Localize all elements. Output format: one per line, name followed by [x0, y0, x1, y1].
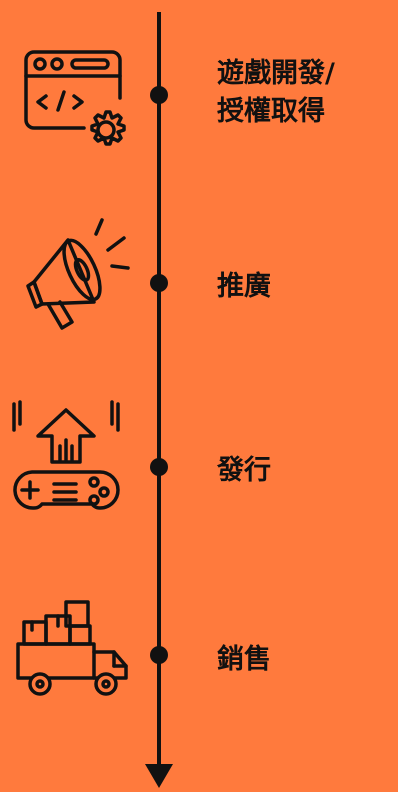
- timeline-node-1: [150, 86, 168, 104]
- code-window-gear-icon: [24, 50, 132, 154]
- timeline-node-2: [150, 274, 168, 292]
- megaphone-icon: [22, 212, 134, 336]
- timeline-node-3: [150, 458, 168, 476]
- timeline-line: [157, 12, 161, 767]
- step-4-label: 銷售: [217, 644, 271, 675]
- step-1-label-line1: 遊戲開發/: [217, 58, 335, 89]
- timeline-node-4: [150, 646, 168, 664]
- step-1-label: 遊戲開發/ 授權取得: [217, 55, 335, 131]
- timeline-arrow-head: [145, 764, 173, 788]
- delivery-truck-icon: [14, 598, 134, 702]
- game-controller-upload-icon: [8, 400, 126, 516]
- step-1-label-line2: 授權取得: [217, 96, 325, 127]
- step-3-label: 發行: [217, 455, 271, 486]
- step-2-label: 推廣: [217, 271, 271, 302]
